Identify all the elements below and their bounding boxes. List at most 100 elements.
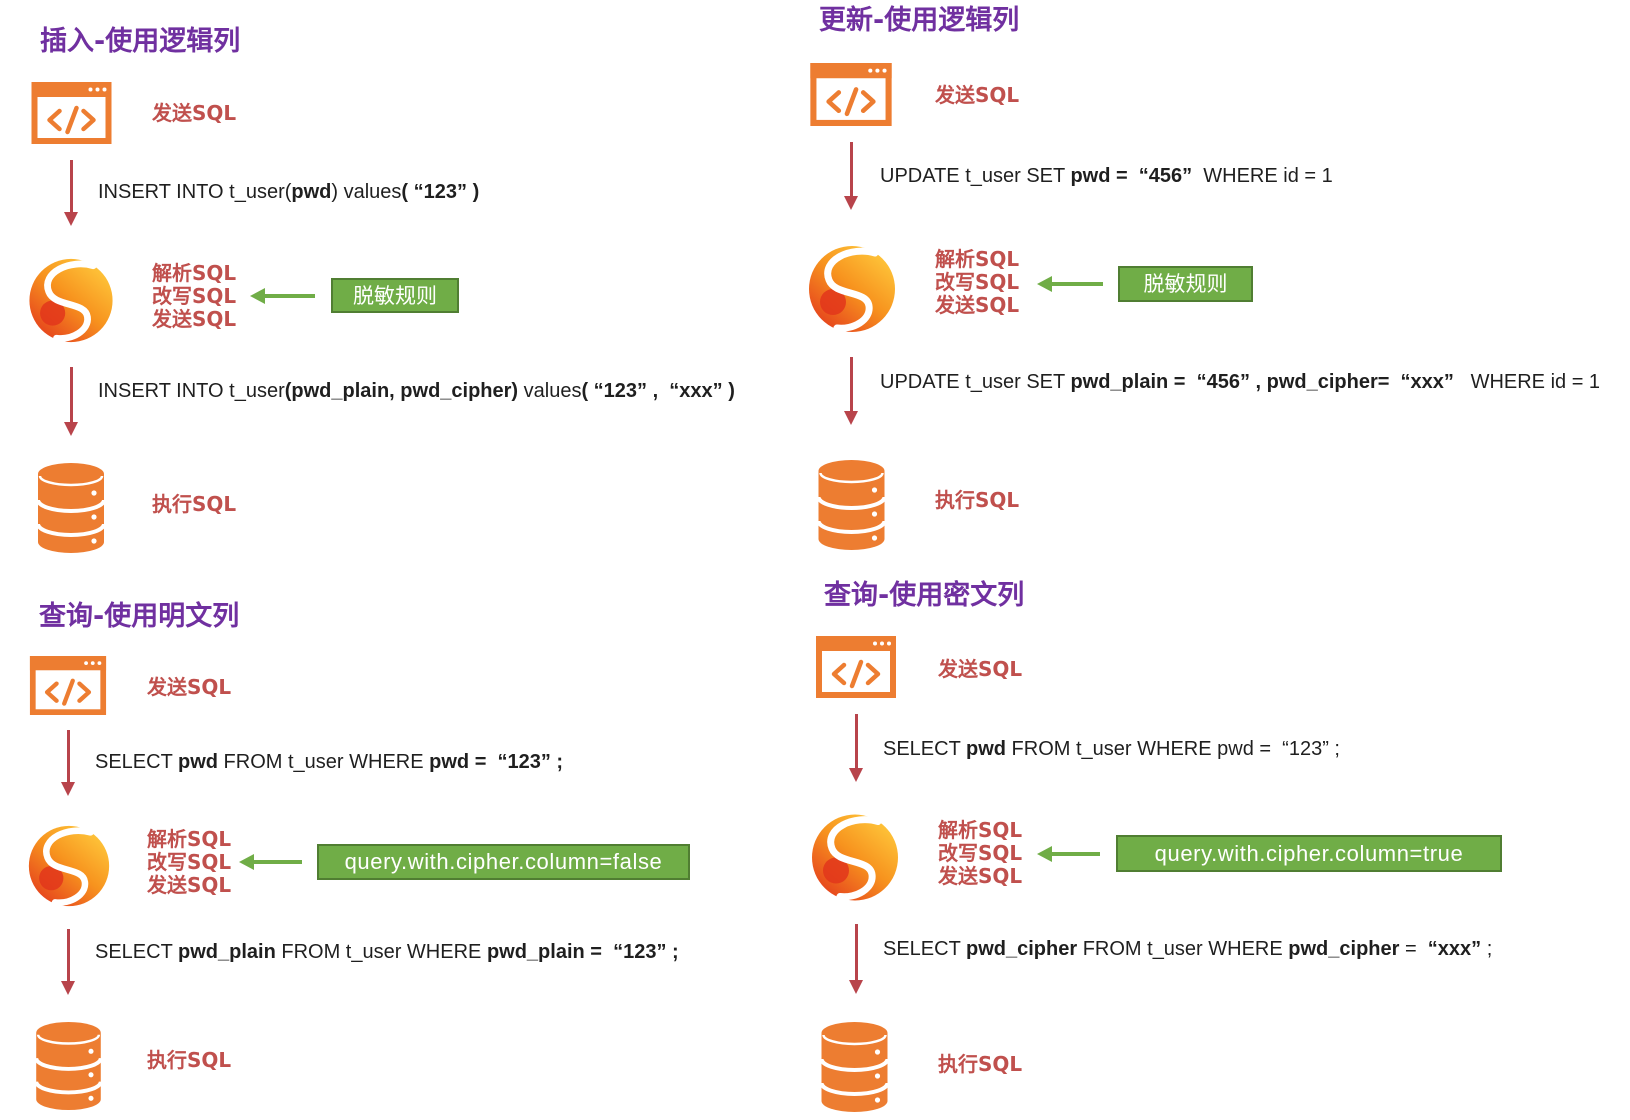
- logo-glyph: [29, 826, 109, 906]
- code-window-icon: [809, 63, 893, 126]
- logical-sql-statement: SELECT pwd FROM t_user WHERE pwd = “123”…: [883, 737, 1340, 761]
- down-arrow-icon: [60, 730, 76, 796]
- processing-steps: 解析SQL 改写SQL 发送SQL: [935, 248, 1019, 317]
- logical-sql-statement: SELECT pwd FROM t_user WHERE pwd = “123”…: [95, 750, 563, 774]
- rewritten-sql-statement: SELECT pwd_plain FROM t_user WHERE pwd_p…: [95, 940, 679, 964]
- database-icon: [816, 459, 887, 551]
- rewrite-sql-label: 改写SQL: [938, 841, 1023, 865]
- database-icon: [35, 1021, 102, 1111]
- rule-text: query.with.cipher.column=false: [344, 849, 663, 874]
- send-sql-label: 发送SQL: [152, 101, 237, 125]
- execute-sql-label: 执行SQL: [152, 492, 237, 516]
- send-sql-label: 发送SQL: [938, 657, 1023, 681]
- panel-query-cipher: 查询-使用密文列 发送SQL SELECT pwd FROM t_user WH…: [800, 570, 1630, 1120]
- sql-segment: UPDATE t_user SET: [880, 165, 1071, 187]
- shardingsphere-logo-icon: [810, 812, 900, 903]
- rule-text: 脱敏规则: [353, 283, 437, 308]
- logo-glyph: [809, 246, 895, 332]
- database-glyph: [38, 463, 104, 553]
- code-window-glyph: [816, 636, 896, 695]
- sql-segment: INSERT INTO t_user: [98, 380, 285, 402]
- sql-segment: SELECT: [95, 751, 178, 773]
- rule-text: query.with.cipher.column=true: [1154, 840, 1464, 866]
- database-glyph: [822, 1022, 888, 1112]
- left-arrow-icon: [1037, 276, 1103, 292]
- sql-segment: SELECT: [883, 938, 966, 960]
- parse-sql-label: 解析SQL: [152, 261, 237, 285]
- database-glyph: [819, 460, 885, 550]
- sql-segment: WHERE id = 1: [1192, 165, 1333, 187]
- panel-insert-logical: 插入-使用逻辑列 发送SQL INSERT INTO t_user(pwd) v…: [0, 0, 800, 570]
- config-rule-box: query.with.cipher.column=true: [1116, 835, 1502, 872]
- sql-emphasis-segment: pwd: [178, 751, 218, 773]
- processing-steps: 解析SQL 改写SQL 发送SQL: [152, 262, 236, 331]
- sql-emphasis-segment: ( “123” , “xxx” ): [581, 380, 735, 402]
- sql-segment: WHERE id = 1: [1453, 371, 1601, 393]
- shardingsphere-logo-icon: [26, 824, 112, 908]
- code-window-glyph: [32, 82, 112, 141]
- shardingsphere-logo-icon: [26, 257, 116, 344]
- sql-segment: FROM t_user WHERE: [1077, 938, 1289, 960]
- forward-sql-label: 发送SQL: [938, 864, 1023, 888]
- encrypt-rule-box: 脱敏规则: [1118, 266, 1253, 302]
- sql-segment: FROM t_user WHERE pwd = “123” ;: [1006, 738, 1340, 760]
- down-arrow-icon: [848, 924, 864, 994]
- sql-emphasis-segment: pwd = “123” ;: [429, 751, 564, 773]
- sql-emphasis-segment: pwd_plain = “123” ;: [486, 941, 679, 963]
- rewrite-sql-label: 改写SQL: [152, 284, 237, 308]
- sql-emphasis-segment: pwd: [966, 738, 1006, 760]
- panel-title: 插入-使用逻辑列: [40, 26, 241, 57]
- rewrite-sql-label: 改写SQL: [147, 850, 232, 874]
- parse-sql-label: 解析SQL: [147, 827, 232, 851]
- left-arrow-icon: [250, 288, 315, 304]
- forward-sql-label: 发送SQL: [152, 307, 237, 331]
- code-window-icon: [29, 656, 107, 715]
- down-arrow-icon: [60, 929, 76, 995]
- down-arrow-icon: [843, 357, 859, 425]
- processing-steps: 解析SQL 改写SQL 发送SQL: [938, 819, 1022, 888]
- send-sql-label: 发送SQL: [147, 675, 232, 699]
- down-arrow-icon: [63, 160, 79, 226]
- code-window-icon: [31, 82, 112, 144]
- parse-sql-label: 解析SQL: [935, 247, 1020, 271]
- database-icon: [819, 1021, 890, 1113]
- code-window-glyph: [30, 656, 106, 712]
- encrypt-rule-box: 脱敏规则: [331, 278, 459, 313]
- logo-glyph: [812, 815, 898, 901]
- sql-emphasis-segment: pwd = “456”: [1070, 165, 1193, 187]
- execute-sql-label: 执行SQL: [935, 488, 1020, 512]
- down-arrow-icon: [848, 714, 864, 782]
- code-window-glyph: [810, 63, 891, 123]
- sql-segment: values: [518, 380, 582, 402]
- shardingsphere-logo-icon: [806, 244, 898, 334]
- logical-sql-statement: INSERT INTO t_user(pwd) values( “123” ): [98, 180, 479, 204]
- down-arrow-icon: [843, 142, 859, 210]
- rewritten-sql-statement: INSERT INTO t_user(pwd_plain, pwd_cipher…: [98, 379, 735, 403]
- sql-segment: FROM t_user WHERE: [218, 751, 430, 773]
- rewritten-sql-statement: UPDATE t_user SET pwd_plain = “456” , pw…: [880, 370, 1600, 394]
- panel-query-plain: 查询-使用明文列 发送SQL SELECT pwd FROM t_user WH…: [0, 570, 800, 1120]
- sql-emphasis-segment: ( “123” ): [401, 181, 480, 203]
- left-arrow-icon: [1037, 846, 1100, 862]
- sql-emphasis-segment: pwd_plain: [178, 941, 276, 963]
- sql-segment: SELECT: [883, 738, 966, 760]
- sql-emphasis-segment: “xxx”: [1427, 938, 1482, 960]
- send-sql-label: 发送SQL: [935, 83, 1020, 107]
- panel-title: 查询-使用明文列: [39, 601, 240, 632]
- sql-segment: INSERT INTO t_user(: [98, 181, 292, 203]
- left-arrow-icon: [239, 854, 302, 870]
- rewrite-sql-label: 改写SQL: [935, 270, 1020, 294]
- config-rule-box: query.with.cipher.column=false: [317, 844, 690, 880]
- sql-emphasis-segment: pwd: [291, 181, 332, 203]
- panel-update-logical: 更新-使用逻辑列 发送SQL UPDATE t_user SET pwd = “…: [800, 0, 1630, 570]
- sql-segment: FROM t_user WHERE: [275, 941, 487, 963]
- database-icon: [37, 462, 105, 554]
- forward-sql-label: 发送SQL: [935, 293, 1020, 317]
- rewritten-sql-statement: SELECT pwd_cipher FROM t_user WHERE pwd_…: [883, 937, 1492, 961]
- panel-title: 查询-使用密文列: [824, 580, 1025, 611]
- sql-segment: SELECT: [95, 941, 178, 963]
- rule-text: 脱敏规则: [1143, 272, 1228, 296]
- sql-emphasis-segment: pwd_cipher: [1288, 938, 1400, 960]
- logo-glyph: [29, 259, 112, 342]
- parse-sql-label: 解析SQL: [938, 818, 1023, 842]
